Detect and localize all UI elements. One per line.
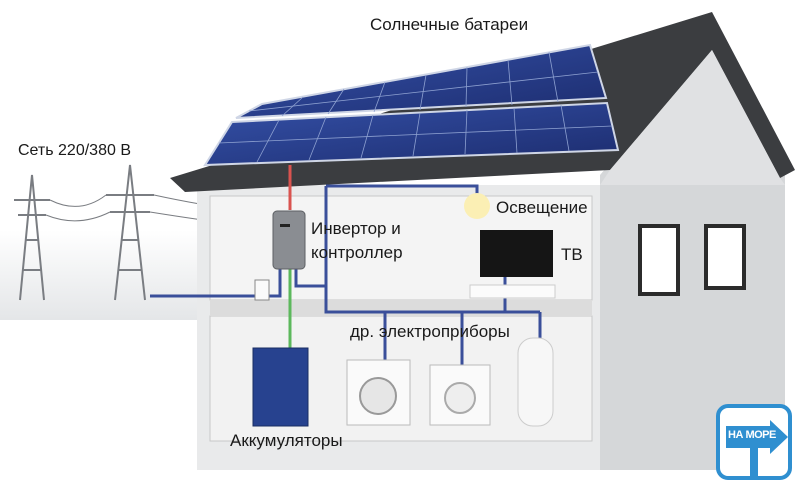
window-icon xyxy=(638,224,746,296)
lighting-label: Освещение xyxy=(496,198,588,217)
gable xyxy=(600,50,785,185)
inverter-label-line2: контроллер xyxy=(311,243,403,262)
inverter-icon xyxy=(272,210,306,270)
logo-text: НА МОРЕ xyxy=(728,429,776,441)
appliances-label: др. электроприборы xyxy=(350,322,510,341)
solar-panels xyxy=(203,43,620,167)
ground xyxy=(0,230,220,320)
electric-meter-icon xyxy=(254,279,270,301)
na-more-logo: НА МОРЕ xyxy=(716,404,792,480)
battery-icon xyxy=(252,347,309,427)
batteries-label: Аккумуляторы xyxy=(230,431,343,450)
grid-label: Сеть 220/380 В xyxy=(18,142,131,159)
inverter-label-line1: Инвертор и xyxy=(311,219,401,238)
tv-label: ТВ xyxy=(561,245,583,264)
solar-panels-label: Солнечные батареи xyxy=(370,15,529,34)
lamp-icon xyxy=(464,193,490,219)
washing-machine-icon xyxy=(346,359,411,426)
water-heater-icon xyxy=(517,337,554,427)
dryer-icon xyxy=(429,364,491,426)
tv-icon xyxy=(469,230,556,299)
floor-slab xyxy=(210,300,592,316)
